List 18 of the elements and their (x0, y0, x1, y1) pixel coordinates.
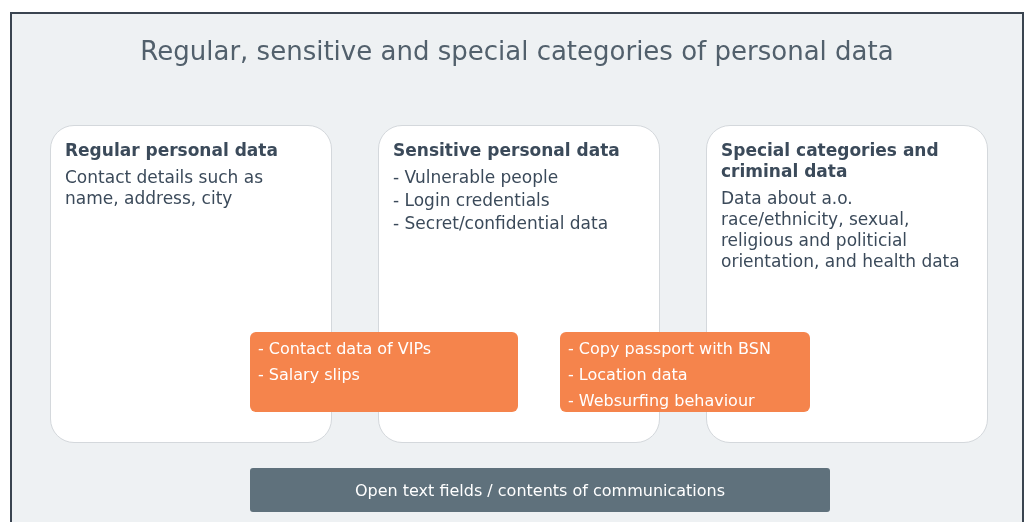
title: Regular, sensitive and special categories of personal data (139, 36, 895, 66)
item-text: - Vulnerable people (393, 167, 560, 188)
footer-bar (250, 468, 830, 512)
item-text: - Contact data of VIPs (258, 338, 433, 360)
item-text: - Secret/confidential data (393, 213, 610, 234)
item-text: - Salary slips (258, 364, 361, 386)
item-text: Data about a.o. race/ethnicity, sexual, religious and politicial orientation, and health data (721, 188, 961, 272)
example-box (560, 332, 810, 412)
item-text: - Websurfing behaviour (568, 390, 756, 412)
item-text: - Copy passport with BSN (568, 338, 772, 360)
item-text: Contact details such as name, address, city (65, 167, 264, 209)
card-heading: Sensitive personal data (393, 140, 621, 161)
bar-text: Open text fields / contents of communications (354, 480, 726, 500)
card-heading: Regular personal data (65, 140, 279, 161)
item-text: - Login credentials (393, 190, 551, 211)
item-text: - Location data (568, 364, 689, 386)
example-box (250, 332, 518, 412)
card-heading: Special categories and criminal data (721, 140, 940, 182)
